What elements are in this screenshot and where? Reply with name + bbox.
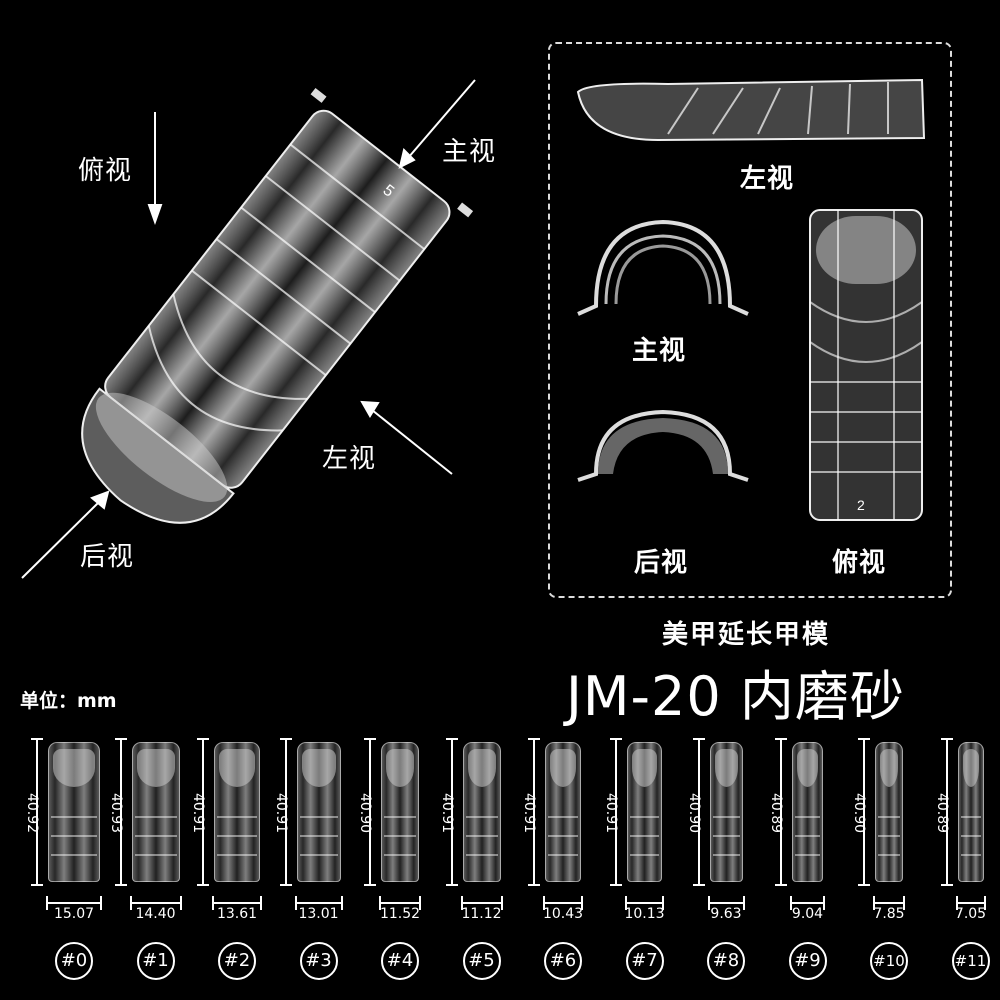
width-value: 9.04: [791, 906, 824, 922]
length-value: 40.92: [24, 792, 41, 834]
nail-tip-size: [627, 742, 662, 882]
width-value: 10.13: [624, 906, 665, 922]
length-bar: [940, 738, 953, 886]
width-bar: [955, 896, 986, 910]
inset-label-front-view: 主视: [632, 336, 687, 366]
nail-tip-size: [792, 742, 823, 882]
product-subtitle: 美甲延长甲模: [662, 620, 831, 650]
width-bar: [129, 896, 182, 910]
nail-tip-size: [462, 742, 501, 882]
width-value: 15.07: [53, 906, 95, 922]
length-bar: [31, 738, 43, 886]
length-value: 40.91: [438, 792, 455, 834]
length-value: 40.89: [933, 792, 950, 834]
size-number-badge: #0: [55, 942, 93, 980]
length-bar: [692, 738, 705, 886]
product-title: JM-20 内磨砂: [566, 665, 905, 728]
width-bar: [460, 896, 503, 910]
size-number-badge: #5: [462, 942, 501, 980]
size-number-badge: #9: [788, 942, 827, 980]
width-bar: [46, 896, 102, 910]
size-number-badge: #11: [951, 942, 990, 980]
orthographic-views-panel: [548, 42, 952, 598]
length-value: 40.91: [272, 792, 289, 834]
inset-label-back-view: 后视: [634, 548, 689, 578]
unit-label: 单位：mm: [20, 690, 117, 712]
nail-tip-size: [131, 742, 180, 882]
main-label-front-view: 主视: [442, 137, 497, 167]
size-number-badge: #7: [625, 942, 664, 980]
inset-label-top-view: 俯视: [832, 548, 887, 578]
nail-tip-size: [709, 742, 743, 882]
width-value: 7.85: [873, 906, 905, 922]
length-value: 40.89: [768, 792, 785, 834]
length-bar: [197, 738, 209, 886]
main-nail-form-illustration: 5: [21, 79, 476, 579]
size-number-badge: #3: [299, 942, 338, 980]
nail-tip-size: [296, 742, 341, 882]
length-bar: [114, 738, 127, 886]
width-bar: [379, 896, 421, 910]
nail-tip-size: [48, 742, 100, 882]
nail-tip-size: [957, 742, 984, 882]
width-value: 10.43: [542, 906, 584, 922]
length-value: 40.93: [107, 792, 124, 834]
size-number-badge: #1: [136, 942, 175, 980]
length-value: 40.91: [521, 792, 538, 834]
length-bar: [610, 738, 622, 886]
length-value: 40.90: [685, 792, 702, 834]
length-bar: [528, 738, 540, 886]
inset-tip-number: 2: [857, 497, 865, 513]
length-bar: [775, 738, 787, 886]
length-value: 40.90: [357, 792, 374, 834]
inset-label-left-view: 左视: [740, 164, 795, 194]
length-bar: [858, 738, 870, 886]
width-value: 13.61: [216, 906, 258, 922]
length-bar: [445, 738, 458, 886]
length-bar: [364, 738, 376, 886]
width-value: 13.01: [298, 906, 339, 922]
width-bar: [790, 896, 825, 910]
inset-views-illustration: 2: [576, 78, 926, 521]
length-value: 40.91: [190, 792, 207, 834]
width-bar: [294, 896, 343, 910]
size-number-badge: #2: [218, 942, 256, 980]
nail-tip-size: [381, 742, 419, 882]
length-value: 40.91: [603, 792, 620, 834]
main-label-top-view: 俯视: [78, 156, 133, 186]
width-value: 9.63: [710, 906, 742, 922]
nail-tip-size: [545, 742, 581, 882]
main-label-back-view: 后视: [80, 542, 135, 572]
main-label-left-view: 左视: [322, 444, 377, 474]
width-bar: [543, 896, 583, 910]
width-value: 14.40: [135, 906, 176, 922]
length-bar: [279, 738, 292, 886]
size-number-badge: #10: [870, 942, 908, 980]
width-bar: [212, 896, 262, 910]
nail-tip-size: [875, 742, 903, 882]
size-number-badge: #4: [381, 942, 419, 980]
length-value: 40.90: [851, 792, 868, 834]
width-value: 11.12: [461, 906, 502, 922]
width-bar: [625, 896, 664, 910]
size-number-badge: #8: [707, 942, 745, 980]
nail-tip-size: [214, 742, 260, 882]
width-value: 7.05: [954, 906, 987, 922]
size-number-badge: #6: [544, 942, 582, 980]
width-bar: [707, 896, 745, 910]
width-bar: [873, 896, 905, 910]
width-value: 11.52: [379, 906, 421, 922]
